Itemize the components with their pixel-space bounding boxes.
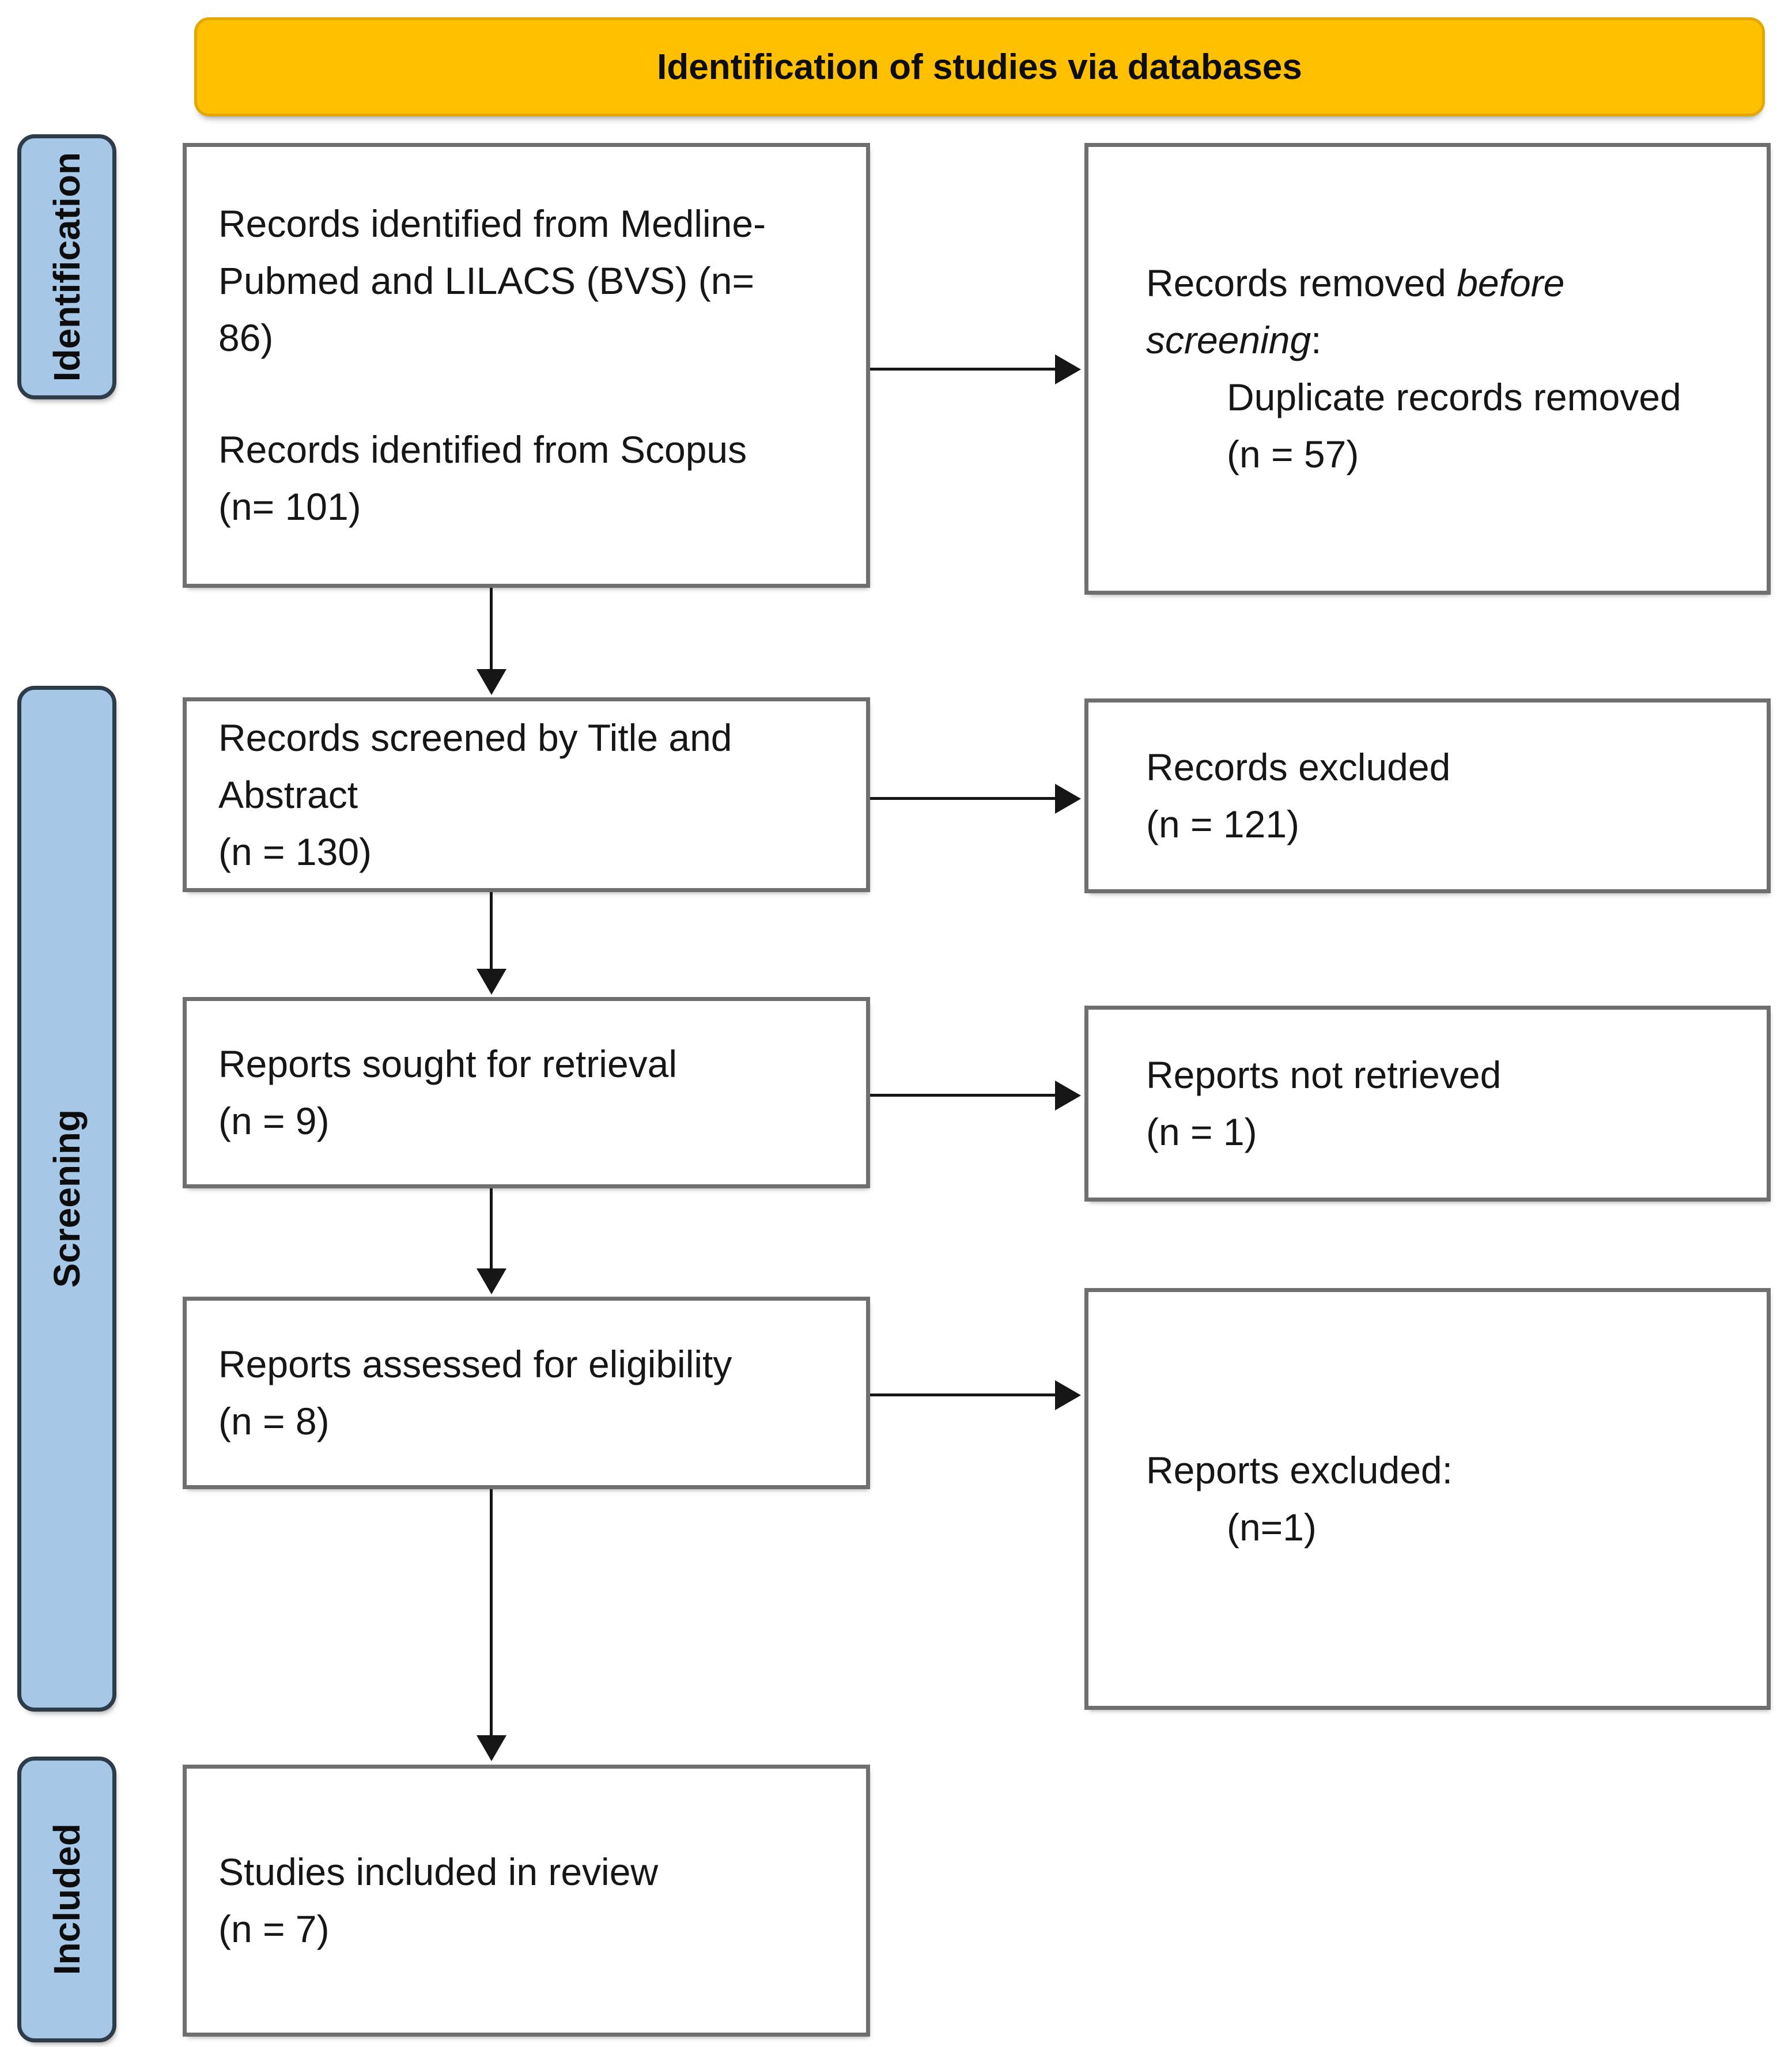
stage-label-identification: Identification <box>17 134 116 399</box>
box-reports-excluded-count: (n=1) <box>1227 1506 1317 1549</box>
arrowhead-right-icon <box>1055 1380 1081 1410</box>
box-records-removed: Records removed before screening: Duplica… <box>1084 143 1771 595</box>
stage-label-included: Included <box>17 1757 116 2042</box>
records-removed-italic-1: before <box>1457 262 1565 304</box>
box-records-excluded: Records excluded (n = 121) <box>1084 698 1771 893</box>
box-records-excluded-text: Records excluded (n = 121) <box>1146 746 1451 845</box>
box-records-identified: Records identified from Medline- Pubmed … <box>183 143 870 588</box>
box-reports-not-retrieved: Reports not retrieved (n = 1) <box>1084 1006 1771 1202</box>
box-studies-included: Studies included in review (n = 7) <box>183 1765 870 2037</box>
records-removed-pre-text: Records removed <box>1146 262 1457 304</box>
box-reports-sought-text: Reports sought for retrieval (n = 9) <box>218 1043 678 1142</box>
arrowhead-right-icon <box>1055 354 1081 384</box>
arrowhead-right-icon <box>1055 1080 1081 1111</box>
arrowhead-down-icon <box>476 1735 506 1761</box>
box-records-identified-databases-text: Records identified from Medline- Pubmed … <box>218 202 766 359</box>
arrow-right-identified-to-removed <box>870 354 1081 384</box>
box-records-screened: Records screened by Title and Abstract (… <box>183 697 870 892</box>
box-reports-sought: Reports sought for retrieval (n = 9) <box>183 997 870 1188</box>
box-reports-assessed-text: Reports assessed for eligibility (n = 8) <box>218 1343 732 1442</box>
arrowhead-down-icon <box>476 1268 506 1294</box>
stage-label-identification-text: Identification <box>46 152 88 382</box>
box-records-removed-heading: Records removed before screening: <box>1146 255 1564 369</box>
box-reports-excluded-heading: Reports excluded: <box>1146 1449 1453 1491</box>
banner: Identification of studies via databases <box>194 17 1765 116</box>
stage-label-included-text: Included <box>46 1823 88 1976</box>
records-removed-italic-2: screening <box>1146 319 1311 361</box>
arrowhead-down-icon <box>476 669 506 695</box>
arrow-right-assessed-to-reports-excluded <box>870 1380 1081 1410</box>
arrow-down-screened-to-sought <box>476 892 506 995</box>
box-records-identified-scopus-text: Records identified from Scopus (n= 101) <box>218 428 747 528</box>
arrow-down-sought-to-assessed <box>476 1188 506 1294</box>
box-reports-assessed: Reports assessed for eligibility (n = 8) <box>183 1297 870 1489</box>
arrowhead-down-icon <box>476 969 506 995</box>
arrowhead-right-icon <box>1055 783 1081 814</box>
arrow-down-identified-to-screened <box>476 588 506 695</box>
stage-label-screening: Screening <box>17 686 116 1712</box>
arrow-down-assessed-to-included <box>476 1489 506 1761</box>
box-reports-excluded: Reports excluded: (n=1) <box>1084 1288 1771 1710</box>
arrow-right-screened-to-excluded <box>870 783 1081 814</box>
box-records-screened-text: Records screened by Title and Abstract (… <box>218 716 732 873</box>
box-records-removed-detail: Duplicate records removed (n = 57) <box>1227 376 1681 475</box>
box-reports-not-retrieved-text: Reports not retrieved (n = 1) <box>1146 1053 1502 1153</box>
stage-label-screening-text: Screening <box>46 1109 88 1288</box>
box-studies-included-text: Studies included in review (n = 7) <box>218 1850 659 1950</box>
arrow-right-sought-to-not-retrieved <box>870 1080 1081 1111</box>
records-removed-post-text: : <box>1311 319 1322 361</box>
banner-title: Identification of studies via databases <box>657 47 1302 87</box>
